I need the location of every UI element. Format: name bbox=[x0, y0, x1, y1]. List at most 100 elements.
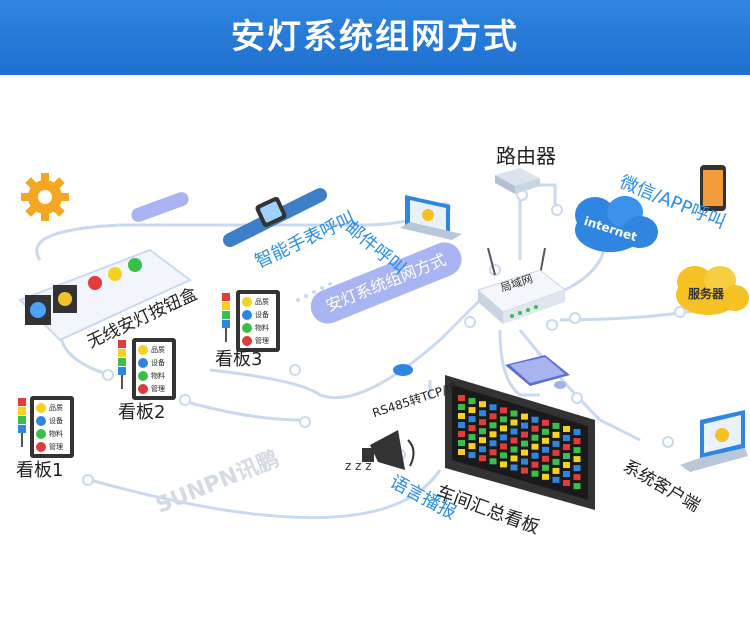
board-cell bbox=[552, 440, 560, 447]
smart-watch-icon bbox=[223, 188, 327, 247]
board-cell bbox=[468, 425, 476, 432]
board-cell bbox=[552, 458, 560, 465]
board-cell bbox=[552, 476, 560, 483]
board-cell bbox=[468, 443, 476, 450]
status-dot bbox=[138, 371, 148, 381]
board-row: 物料 bbox=[138, 370, 172, 382]
board-row: 品质 bbox=[36, 402, 70, 414]
board-cell bbox=[573, 483, 581, 490]
board-row-label: 物料 bbox=[49, 430, 63, 438]
board-row: 品质 bbox=[242, 296, 276, 308]
board-cell bbox=[489, 422, 497, 429]
board3-rows: 品质设备物料管理 bbox=[240, 294, 276, 348]
status-dot bbox=[36, 442, 46, 452]
board-cell bbox=[510, 437, 518, 444]
internet-cloud-icon bbox=[575, 196, 658, 252]
board-cell bbox=[563, 435, 570, 441]
board-cell bbox=[458, 404, 465, 410]
board-cell bbox=[500, 452, 507, 459]
board-cell bbox=[510, 410, 518, 417]
board-row: 物料 bbox=[242, 322, 276, 334]
board-cell bbox=[531, 470, 539, 477]
board-cell bbox=[521, 458, 528, 465]
stack-light-board3 bbox=[222, 293, 230, 342]
keyboard-icon bbox=[505, 355, 570, 389]
board-cell bbox=[458, 449, 465, 455]
board1-panel: 品质设备物料管理 bbox=[30, 396, 74, 458]
board-cell bbox=[552, 431, 560, 438]
gear-icon bbox=[21, 173, 69, 221]
board-cell bbox=[489, 440, 497, 447]
board-row: 设备 bbox=[242, 309, 276, 321]
board-cell bbox=[521, 422, 528, 429]
board-cell bbox=[500, 443, 507, 450]
board-cell bbox=[468, 416, 476, 423]
board-cell bbox=[563, 471, 570, 477]
status-dot bbox=[242, 323, 252, 333]
status-dot bbox=[36, 403, 46, 413]
status-dot bbox=[36, 429, 46, 439]
board-cell bbox=[563, 426, 570, 432]
server-cloud-icon bbox=[676, 266, 749, 315]
board-cell bbox=[542, 446, 549, 453]
board-cell bbox=[573, 438, 581, 445]
board-row: 管理 bbox=[36, 441, 70, 453]
board3-panel: 品质设备物料管理 bbox=[236, 290, 280, 352]
page-title: 安灯系统组网方式 bbox=[231, 17, 519, 57]
board-row-label: 品质 bbox=[49, 404, 63, 412]
board-cell bbox=[500, 461, 507, 468]
board-cell bbox=[479, 446, 486, 453]
board-cell bbox=[521, 440, 528, 447]
board-cell bbox=[489, 431, 497, 438]
board1-label: 看板1 bbox=[16, 460, 64, 481]
board-cell bbox=[479, 401, 486, 408]
board-row-label: 设备 bbox=[49, 417, 63, 425]
status-dot bbox=[242, 310, 252, 320]
workshop-board-icon bbox=[445, 375, 595, 510]
board-row-label: 管理 bbox=[151, 385, 165, 393]
board-cell bbox=[573, 447, 581, 454]
board-cell bbox=[573, 456, 581, 463]
decor-pill bbox=[131, 192, 189, 222]
board-cell bbox=[489, 404, 497, 411]
board3-label: 看板3 bbox=[215, 349, 263, 370]
status-dot bbox=[138, 358, 148, 368]
status-dot bbox=[138, 345, 148, 355]
status-dot bbox=[138, 384, 148, 394]
button-box-platform bbox=[18, 248, 192, 342]
board-cell bbox=[521, 431, 528, 438]
sound-z-mark: z z z bbox=[345, 459, 372, 473]
board-cell bbox=[531, 461, 539, 468]
board-row-label: 物料 bbox=[255, 324, 269, 332]
board-row: 品质 bbox=[138, 344, 172, 356]
board-cell bbox=[468, 434, 476, 441]
phone-icon bbox=[700, 165, 726, 211]
workshop-board-grid bbox=[458, 395, 581, 490]
board-cell bbox=[468, 398, 476, 405]
board-cell bbox=[500, 425, 507, 432]
board-cell bbox=[468, 407, 476, 414]
board-cell bbox=[489, 449, 497, 456]
status-dot bbox=[242, 336, 252, 346]
board-row-label: 管理 bbox=[255, 337, 269, 345]
board-cell bbox=[458, 413, 465, 419]
board-row-label: 品质 bbox=[151, 346, 165, 354]
board-cell bbox=[542, 464, 549, 471]
board-cell bbox=[542, 437, 549, 444]
board-cell bbox=[563, 453, 570, 459]
board-cell bbox=[573, 429, 581, 436]
board-cell bbox=[479, 419, 486, 426]
board-cell bbox=[468, 452, 476, 459]
board-cell bbox=[458, 440, 465, 446]
board-row-label: 管理 bbox=[49, 443, 63, 451]
router-icon bbox=[495, 168, 540, 194]
board-cell bbox=[542, 419, 549, 426]
board-cell bbox=[458, 422, 465, 428]
board-cell bbox=[573, 474, 581, 481]
board-cell bbox=[489, 413, 497, 420]
board-cell bbox=[479, 410, 486, 417]
board-cell bbox=[552, 422, 560, 429]
board-cell bbox=[531, 443, 539, 450]
board-cell bbox=[510, 428, 518, 435]
board-cell bbox=[521, 413, 528, 420]
